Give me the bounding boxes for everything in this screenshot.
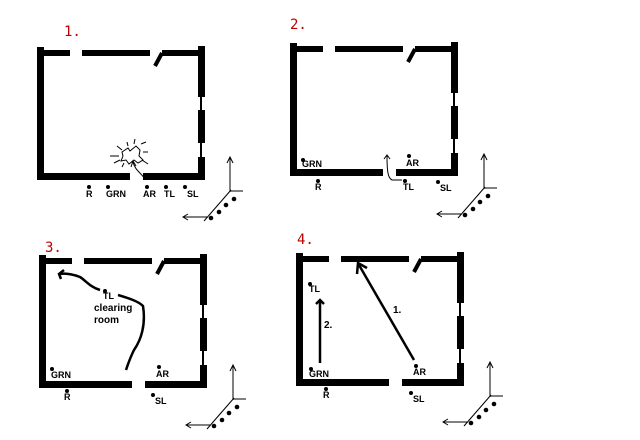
svg-text:SL: SL [440, 183, 452, 193]
figure-sl: SL [409, 391, 425, 404]
svg-text:SL: SL [413, 394, 425, 404]
arrow-label-1: 1. [393, 305, 402, 316]
svg-text:TL: TL [164, 189, 175, 199]
svg-text:TL: TL [309, 284, 320, 294]
figure-r: R [64, 389, 71, 402]
svg-text:R: R [315, 182, 322, 192]
panel-2: 2. GRN R AR TL SL [288, 17, 498, 219]
arrow-label-2: 2. [324, 320, 333, 331]
step-number: 4. [297, 232, 314, 248]
step-number: 1. [64, 24, 81, 40]
figure-grn: GRN [50, 367, 71, 380]
panel-3: 3. TL clearing room GRN R AR SL [37, 240, 247, 430]
figure-grn: GRN [106, 185, 126, 199]
svg-text:AR: AR [143, 189, 156, 199]
svg-text:R: R [323, 390, 330, 400]
svg-text:GRN: GRN [106, 189, 126, 199]
note-line-1: clearing [94, 303, 132, 314]
figure-ar: AR [143, 185, 156, 199]
figure-r: R [315, 179, 322, 192]
figure-sl: SL [183, 185, 199, 199]
entry-arrow-icon [383, 154, 402, 181]
figure-tl: TL [103, 289, 114, 301]
step-number: 2. [290, 17, 307, 33]
figure-tl: TL [308, 282, 320, 294]
panel-4: 4. TL 1. 2. GRN R AR SL [294, 232, 504, 427]
svg-text:AR: AR [406, 158, 419, 168]
figure-ar: AR [406, 154, 419, 168]
axes-icon [442, 361, 504, 427]
svg-text:AR: AR [413, 367, 426, 377]
figure-grn: GRN [301, 158, 322, 169]
svg-text:R: R [64, 392, 71, 402]
figure-ar: AR [413, 364, 426, 377]
svg-text:SL: SL [187, 189, 199, 199]
step-number: 3. [45, 240, 62, 256]
path-arrow-2-icon [315, 298, 325, 363]
svg-text:AR: AR [156, 369, 169, 379]
svg-text:GRN: GRN [51, 370, 71, 380]
figure-ar: AR [156, 365, 169, 379]
figure-grn: GRN [309, 367, 329, 379]
note-line-2: room [94, 315, 119, 326]
figure-tl: TL [164, 185, 175, 199]
axes-icon [185, 364, 247, 430]
figure-sl: SL [436, 180, 452, 193]
figure-sl: SL [151, 393, 167, 406]
panel-1: 1. R GRN AR TL SL [35, 24, 244, 222]
explosion-burst-icon [110, 138, 149, 181]
svg-text:R: R [86, 189, 93, 199]
svg-text:TL: TL [403, 182, 414, 192]
svg-text:SL: SL [155, 396, 167, 406]
svg-text:GRN: GRN [309, 369, 329, 379]
room-walls [288, 40, 460, 178]
figure-r: R [323, 387, 330, 400]
clearing-path-arrow-icon [57, 269, 146, 371]
svg-text:TL: TL [103, 291, 114, 301]
path-arrow-1-icon [355, 260, 416, 361]
figure-tl: TL [403, 179, 414, 192]
svg-text:GRN: GRN [302, 159, 322, 169]
figure-r: R [86, 185, 93, 199]
